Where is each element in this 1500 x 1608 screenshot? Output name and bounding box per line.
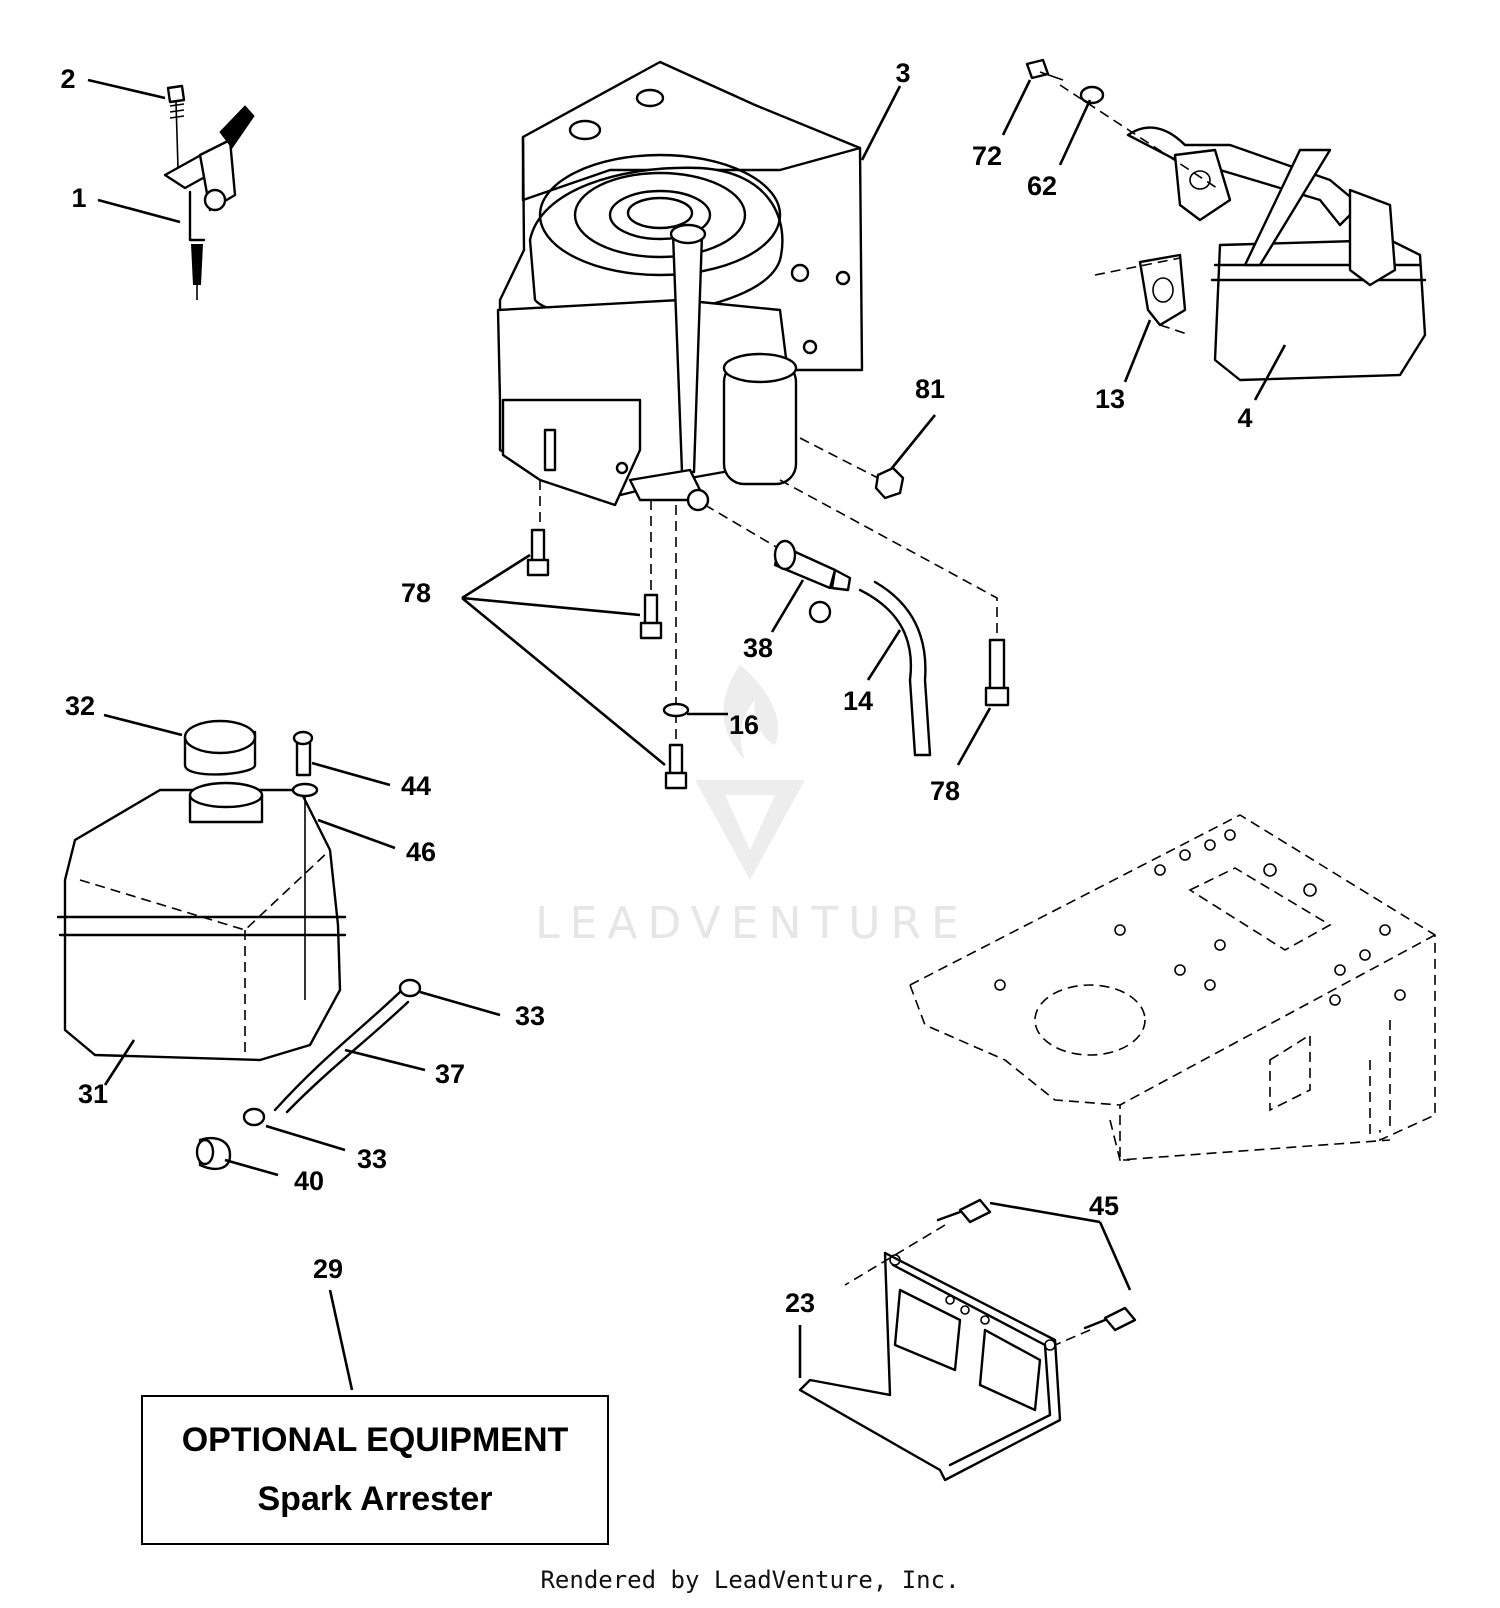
callout-72: 72 <box>972 141 1002 171</box>
callout-33-top: 33 <box>515 1001 545 1031</box>
callout-45: 45 <box>1089 1191 1119 1221</box>
callout-14: 14 <box>843 686 873 716</box>
callout-37: 37 <box>435 1059 465 1089</box>
rendered-by-footer: Rendered by LeadVenture, Inc. <box>540 1566 960 1594</box>
callout-3: 3 <box>895 58 910 88</box>
callout-16: 16 <box>729 710 759 740</box>
callout-32: 32 <box>65 691 95 721</box>
callout-31: 31 <box>78 1079 108 1109</box>
callout-38: 38 <box>743 633 773 663</box>
callout-81: 81 <box>915 374 945 404</box>
callout-62: 62 <box>1027 171 1057 201</box>
callout-labels: 2 1 3 72 62 13 4 81 78 38 14 16 78 32 44… <box>60 58 1252 1318</box>
watermark-logo <box>695 665 805 880</box>
muffler-part <box>1025 58 1427 382</box>
optional-equipment-subtitle: Spark Arrester <box>257 1480 493 1518</box>
callout-29: 29 <box>313 1254 343 1284</box>
optional-equipment-box: OPTIONAL EQUIPMENT Spark Arrester <box>141 1395 609 1545</box>
watermark-text: LEADVENTURE <box>535 898 969 949</box>
leader-lines <box>87 78 1287 1391</box>
callout-2: 2 <box>60 64 75 94</box>
callout-13: 13 <box>1095 384 1125 414</box>
fuel-shutoff-part <box>704 504 932 757</box>
heat-shield-part <box>798 1198 1137 1482</box>
callout-44: 44 <box>401 771 431 801</box>
callout-1: 1 <box>71 183 86 213</box>
fasteners-part <box>526 437 1010 790</box>
chassis-frame-part <box>909 814 1436 1161</box>
callout-46: 46 <box>406 837 436 867</box>
callout-40: 40 <box>294 1166 324 1196</box>
callout-33-bottom: 33 <box>357 1144 387 1174</box>
callout-23: 23 <box>785 1288 815 1318</box>
throttle-control-part <box>163 84 255 300</box>
optional-equipment-title: OPTIONAL EQUIPMENT <box>181 1421 569 1459</box>
callout-4: 4 <box>1237 403 1252 433</box>
fuel-line-part <box>195 978 422 1171</box>
fuel-tank-part <box>56 719 347 1062</box>
callout-78-right: 78 <box>930 776 960 806</box>
engine-part <box>496 60 864 512</box>
callout-78-left: 78 <box>401 578 431 608</box>
